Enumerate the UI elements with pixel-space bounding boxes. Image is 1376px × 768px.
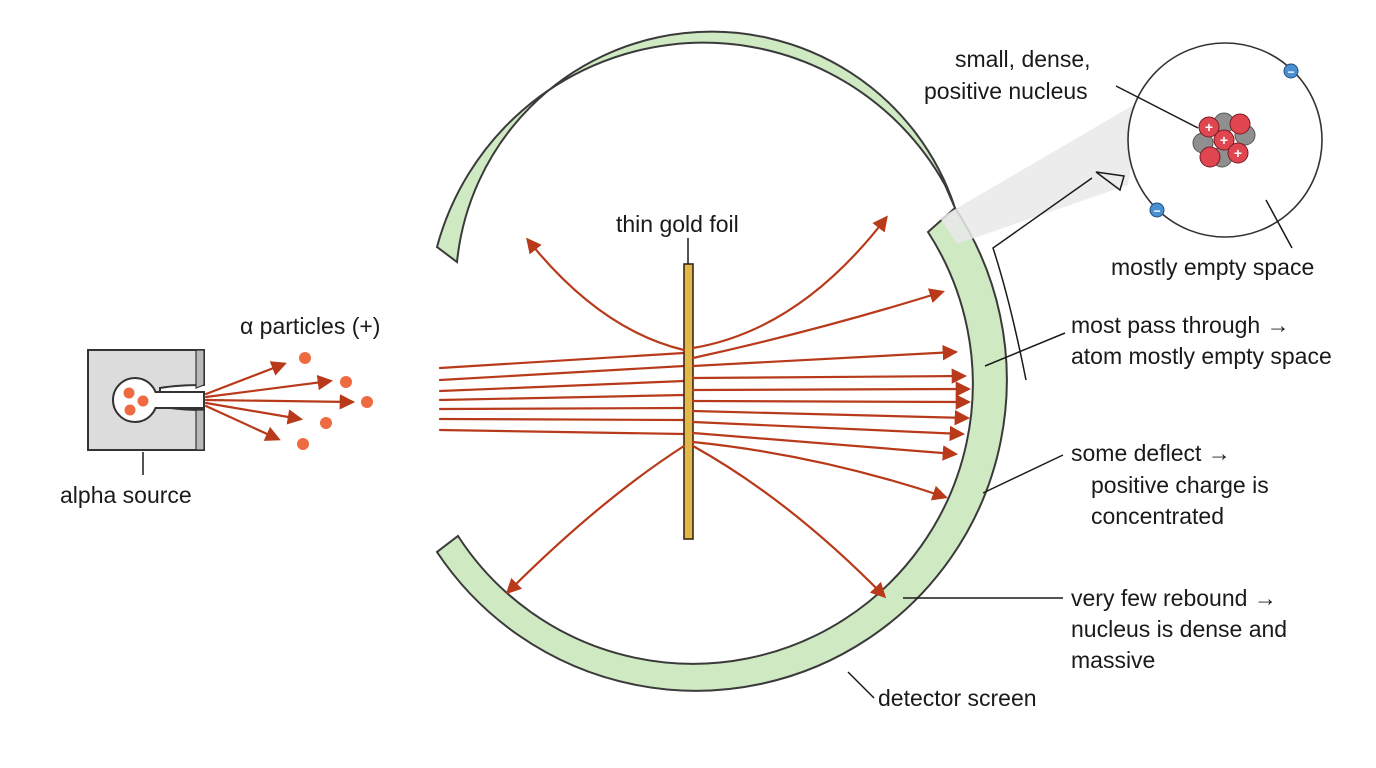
deflect-label-line1: some deflect → bbox=[1071, 440, 1231, 466]
electron bbox=[1283, 63, 1299, 79]
detector-screen-lower bbox=[437, 208, 997, 737]
empty-space-label: mostly empty space bbox=[1111, 254, 1314, 280]
alpha-ray bbox=[204, 401, 304, 425]
detector-screen-upper bbox=[435, 30, 956, 264]
gold-foil-label: thin gold foil bbox=[616, 211, 739, 237]
beam-line bbox=[438, 379, 686, 393]
alpha-particle bbox=[299, 352, 311, 364]
atom-inset: + + + − − bbox=[1115, 42, 1323, 249]
alpha-ray bbox=[204, 394, 356, 410]
nucleus-leader bbox=[1115, 85, 1199, 129]
deflect-ray-upper bbox=[691, 215, 888, 350]
source-particle bbox=[137, 395, 149, 407]
proton-plus-icon: + bbox=[1220, 132, 1228, 148]
rebound-label-line2: nucleus is dense and bbox=[1071, 616, 1287, 642]
alpha-source-chamber bbox=[112, 377, 158, 423]
alpha-particles-label: α particles (+) bbox=[240, 313, 380, 339]
deflect-leader bbox=[982, 454, 1064, 494]
proton-plus-icon: + bbox=[1234, 145, 1242, 161]
detector-screen-main bbox=[435, 206, 1008, 692]
pass-leader bbox=[984, 332, 1066, 367]
detector-screen bbox=[435, 30, 1008, 737]
beam-line bbox=[438, 364, 686, 382]
gold-foil bbox=[683, 263, 694, 540]
empty-space-leader bbox=[1265, 199, 1293, 249]
nucleus-label-line2: positive nucleus bbox=[924, 78, 1088, 104]
deflect-label-line2: positive charge is bbox=[1091, 472, 1269, 498]
proton bbox=[1213, 129, 1235, 151]
electron-minus-icon: − bbox=[1153, 204, 1160, 218]
pass-ray bbox=[691, 431, 959, 461]
zoom-wedge bbox=[940, 100, 1142, 244]
proton bbox=[1229, 113, 1251, 135]
electron bbox=[1149, 202, 1165, 218]
alpha-source-channel bbox=[155, 391, 205, 409]
proton bbox=[1227, 142, 1249, 164]
beam-line bbox=[438, 406, 686, 411]
alpha-ray bbox=[204, 374, 334, 399]
pass-label-line1: most pass through → bbox=[1071, 312, 1290, 338]
alpha-ray bbox=[204, 361, 287, 396]
detector-screen-leader bbox=[847, 671, 875, 699]
deflect-ray-upper-small bbox=[691, 288, 945, 360]
electron-minus-icon: − bbox=[1287, 65, 1294, 79]
deflect-ray-lower-right bbox=[691, 444, 887, 599]
zoom-arrowhead bbox=[1095, 171, 1125, 192]
incoming-beam bbox=[438, 351, 686, 436]
beam-line bbox=[438, 351, 686, 370]
alpha-source-label: alpha source bbox=[60, 482, 192, 508]
zoom-arc bbox=[992, 177, 1093, 381]
rebound-ray-lower-left bbox=[505, 444, 686, 595]
alpha-particle bbox=[361, 396, 373, 408]
source-particle bbox=[124, 404, 136, 416]
pass-ray bbox=[691, 394, 972, 410]
alpha-source bbox=[87, 349, 205, 475]
proton bbox=[1199, 146, 1221, 168]
pass-ray bbox=[691, 368, 968, 384]
alpha-particle bbox=[297, 438, 309, 450]
rebound-label-line3: massive bbox=[1071, 647, 1155, 673]
rebound-ray-upper-left bbox=[526, 237, 686, 352]
source-particle bbox=[123, 387, 135, 399]
pass-ray bbox=[691, 420, 966, 442]
zoom-wedge-shape bbox=[940, 100, 1142, 244]
nucleus: + + + bbox=[1192, 112, 1256, 168]
alpha-particle bbox=[320, 417, 332, 429]
nucleus-label-line1: small, dense, bbox=[955, 46, 1091, 72]
rebound-label-line1: very few rebound → bbox=[1071, 585, 1277, 611]
emitted-alpha-rays bbox=[204, 352, 373, 450]
proton-plus-icon: + bbox=[1205, 119, 1213, 135]
pass-ray bbox=[691, 381, 972, 397]
pass-ray bbox=[691, 409, 971, 426]
detector-screen-label: detector screen bbox=[878, 685, 1037, 711]
beam-line bbox=[438, 428, 686, 436]
deflect-ray-lower bbox=[691, 440, 948, 501]
deflect-label-line3: concentrated bbox=[1091, 503, 1224, 529]
beam-line bbox=[438, 393, 686, 402]
alpha-source-side bbox=[195, 349, 205, 451]
pass-label-line2: atom mostly empty space bbox=[1071, 343, 1332, 369]
pass-ray bbox=[691, 344, 959, 368]
scattered-rays bbox=[505, 215, 972, 599]
alpha-ray bbox=[204, 404, 281, 441]
alpha-particle bbox=[340, 376, 352, 388]
proton bbox=[1198, 116, 1220, 138]
beam-line bbox=[438, 417, 686, 422]
